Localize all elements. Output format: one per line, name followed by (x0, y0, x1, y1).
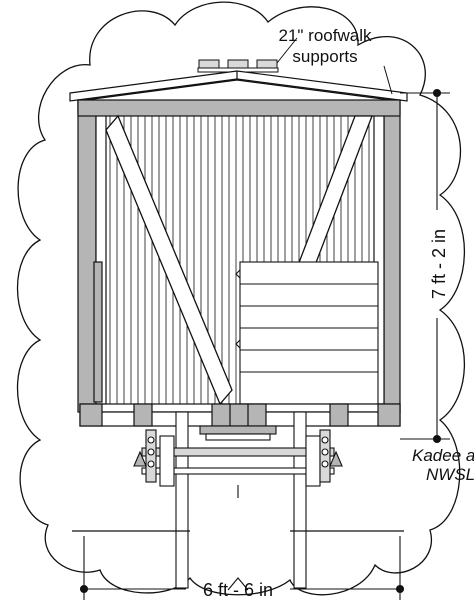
corner-posts (77, 99, 401, 413)
roofwalk-label-line2: supports (292, 47, 357, 66)
door-panel (235, 261, 379, 405)
width-dimension-label: 6 ft - 6 in (203, 580, 273, 600)
roofwalk-supports (197, 59, 279, 73)
height-dimension-line (400, 88, 450, 444)
roofwalk-callout: 21" roofwalk supports (276, 26, 393, 95)
coupler (199, 425, 277, 441)
width-dimension-line (79, 536, 405, 600)
truck-assembly (133, 411, 343, 589)
roofwalk-label-line1: 21" roofwalk (279, 26, 372, 45)
end-sill (79, 403, 401, 427)
coupler-note-line2: NWSL (426, 465, 474, 484)
coupler-note-line1: Kadee a (412, 446, 474, 465)
height-dimension-label: 7 ft - 2 in (429, 229, 449, 299)
